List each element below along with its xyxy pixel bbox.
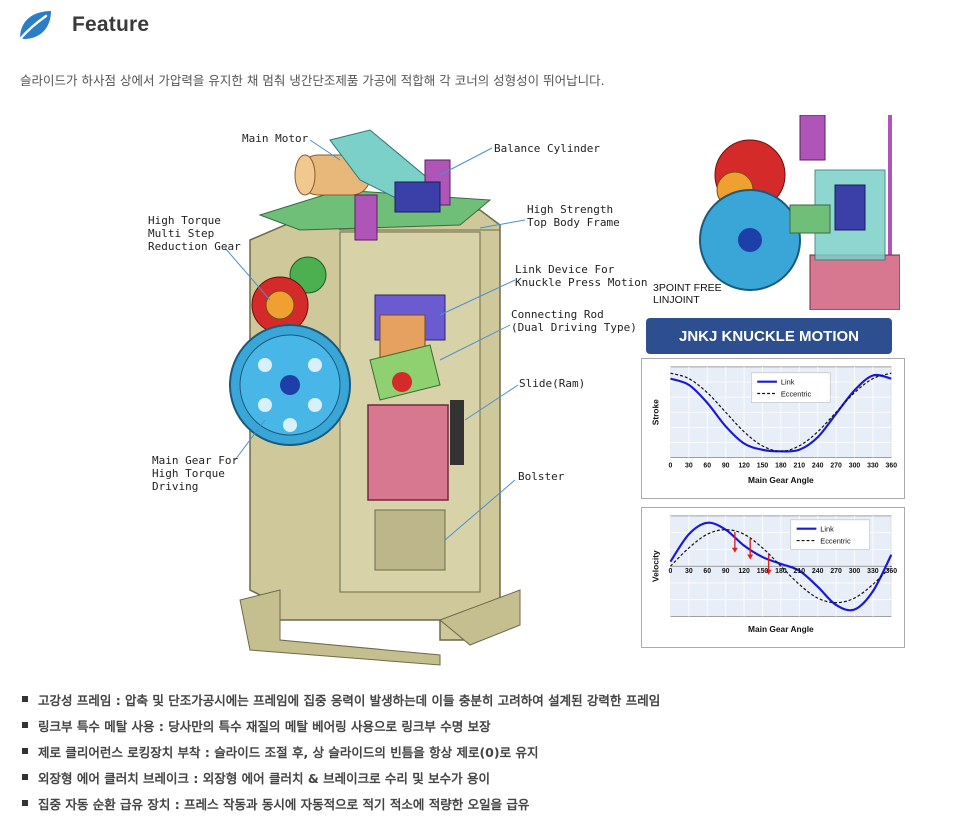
feature-list: 고강성 프레임 : 압축 및 단조가공시에는 프레임에 집중 응력이 발생하는데…: [22, 686, 660, 816]
x-tick-label: 360: [886, 568, 898, 575]
press-illustration: [224, 129, 526, 666]
linkage-label: 3POINT FREE LINJOINT: [653, 282, 722, 306]
x-tick-label: 330: [867, 462, 879, 469]
x-tick-label: 120: [738, 568, 750, 575]
x-tick-label: 30: [685, 568, 693, 575]
x-tick-label: 150: [757, 568, 769, 575]
legend-label: Eccentric: [820, 536, 851, 545]
annotation-arrowhead: [731, 547, 738, 553]
intro-text: 슬라이드가 하사점 상에서 가압력을 유지한 채 멈춰 냉간단조제품 가공에 적…: [20, 73, 605, 88]
x-tick-label: 240: [812, 568, 824, 575]
x-tick-label: 240: [812, 462, 824, 469]
bullet-icon: [22, 748, 28, 754]
bullet-icon: [22, 774, 28, 780]
leaf-icon: [18, 11, 51, 41]
legend-box: [751, 372, 831, 403]
list-item: 제로 클리어런스 로킹장치 부착 : 슬라이드 조절 후, 상 슬라이드의 빈틈…: [22, 738, 660, 764]
callout-connecting-rod: Connecting Rod (Dual Driving Type): [511, 308, 637, 334]
x-tick-label: 210: [794, 462, 806, 469]
x-tick-label: 210: [794, 568, 806, 575]
knuckle-motion-banner: JNKJ KNUCKLE MOTION: [646, 318, 892, 354]
series-line-eccentric: [670, 529, 892, 604]
annotation-arrowhead: [747, 554, 754, 560]
legend-label: Eccentric: [781, 389, 812, 398]
list-item: 집중 자동 순환 급유 장치 : 프레스 작동과 동시에 자동적으로 적기 적소…: [22, 790, 660, 816]
feature-text: 집중 자동 순환 급유 장치 : 프레스 작동과 동시에 자동적으로 적기 적소…: [38, 796, 530, 812]
list-item: 링크부 특수 메탈 사용 : 당사만의 특수 재질의 메탈 베어링 사용으로 링…: [22, 712, 660, 738]
legend-label: Link: [820, 525, 834, 534]
x-tick-label: 60: [703, 462, 711, 469]
x-tick-label: 270: [830, 568, 842, 575]
y-axis-label: Velocity: [651, 550, 661, 582]
page-title: Feature: [72, 13, 150, 36]
x-tick-label: 150: [757, 462, 769, 469]
bullet-icon: [22, 696, 28, 702]
callout-main-motor: Main Motor: [242, 132, 309, 145]
x-tick-label: 360: [886, 462, 898, 469]
x-tick-label: 330: [867, 568, 879, 575]
callout-reduction-gear: High Torque Multi Step Reduction Gear: [148, 214, 241, 253]
callout-top-body-frame: High Strength Top Body Frame: [527, 203, 620, 229]
annotation-arrowhead: [765, 569, 772, 575]
x-tick-label: 180: [775, 568, 787, 575]
x-tick-label: 60: [703, 568, 711, 575]
list-item: 외장형 에어 클러치 브레이크 : 외장형 에어 클러치 & 브레이크로 수리 …: [22, 764, 660, 790]
x-tick-label: 90: [722, 568, 730, 575]
feature-text: 링크부 특수 메탈 사용 : 당사만의 특수 재질의 메탈 베어링 사용으로 링…: [38, 718, 491, 734]
x-tick-label: 90: [722, 462, 730, 469]
x-tick-label: 300: [849, 568, 861, 575]
legend-label: Link: [781, 378, 795, 387]
feature-text: 외장형 에어 클러치 브레이크 : 외장형 에어 클러치 & 브레이크로 수리 …: [38, 770, 490, 786]
callout-slide: Slide(Ram): [519, 377, 586, 390]
feature-text: 제로 클리어런스 로킹장치 부착 : 슬라이드 조절 후, 상 슬라이드의 빈틈…: [38, 744, 539, 760]
callout-main-gear: Main Gear For High Torque Driving: [152, 454, 239, 493]
callout-balance-cylinder: Balance Cylinder: [494, 142, 600, 155]
x-tick-label: 30: [685, 462, 693, 469]
x-tick-label: 120: [738, 462, 750, 469]
x-tick-label: 0: [669, 568, 673, 575]
series-line-eccentric: [670, 372, 892, 452]
bullet-icon: [22, 722, 28, 728]
page-header: Feature: [16, 6, 149, 44]
x-tick-label: 180: [775, 462, 787, 469]
press-diagram: Main Motor Balance Cylinder High Torque …: [140, 120, 647, 670]
x-axis-label: Main Gear Angle: [748, 475, 814, 485]
callout-bolster: Bolster: [518, 470, 565, 483]
y-axis-label: Stroke: [651, 399, 661, 425]
list-item: 고강성 프레임 : 압축 및 단조가공시에는 프레임에 집중 응력이 발생하는데…: [22, 686, 660, 712]
legend-box: [790, 519, 870, 550]
callout-link-device: Link Device For Knuckle Press Motion: [515, 263, 648, 289]
feature-text: 고강성 프레임 : 압축 및 단조가공시에는 프레임에 집중 응력이 발생하는데…: [38, 692, 661, 708]
x-axis-label: Main Gear Angle: [748, 624, 814, 634]
x-tick-label: 270: [830, 462, 842, 469]
x-tick-label: 300: [849, 462, 861, 469]
bullet-icon: [22, 800, 28, 806]
linkage-illustration: [650, 114, 901, 311]
x-tick-label: 0: [669, 462, 673, 469]
series-line-link: [669, 521, 893, 612]
